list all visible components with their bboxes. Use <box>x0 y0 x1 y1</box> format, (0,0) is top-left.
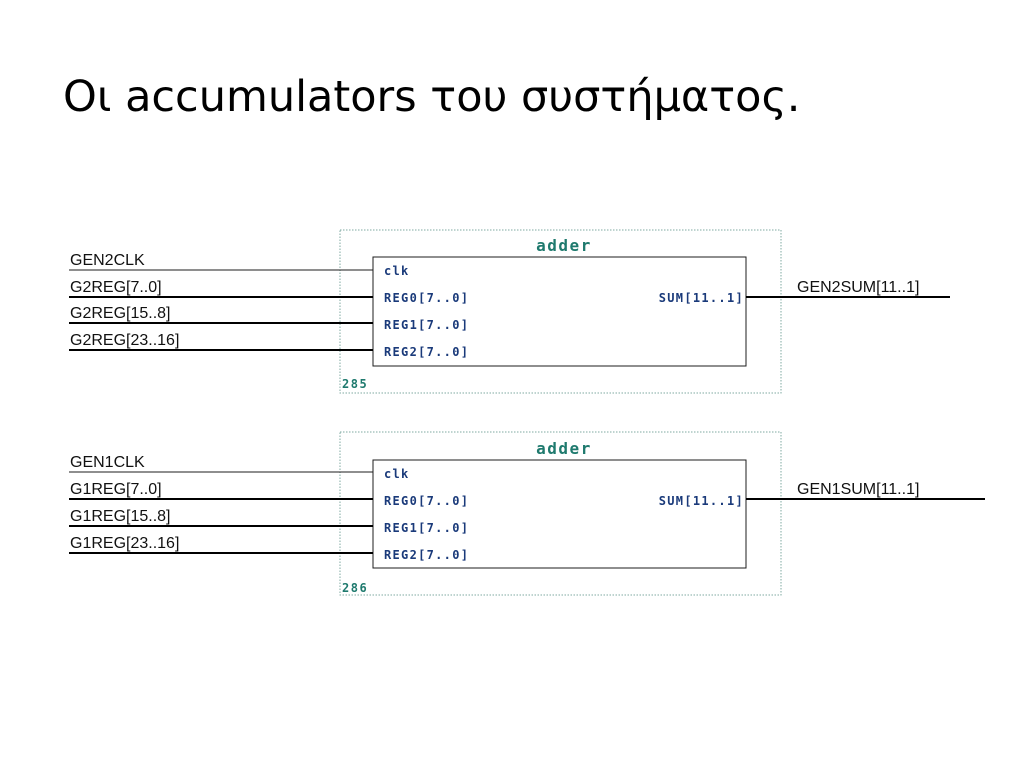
block-body <box>372 459 747 569</box>
block-frame <box>339 431 782 596</box>
block-instance-id: 286 <box>342 581 368 595</box>
input-pin-label-2: REG2[7..0] <box>384 548 469 562</box>
slide-title: Οι accumulators του συστήματος. <box>63 72 801 122</box>
block-body <box>372 256 747 367</box>
clock-net-label: GEN1CLK <box>70 454 145 471</box>
input-pin-label-2: REG2[7..0] <box>384 345 469 359</box>
input-pin-label-0: REG0[7..0] <box>384 494 469 508</box>
input-net-label-1: G2REG[15..8] <box>70 305 171 322</box>
input-net-label-0: G2REG[7..0] <box>70 279 162 296</box>
block-name: adder <box>536 439 592 458</box>
block-name: adder <box>536 236 592 255</box>
block-frame <box>339 229 782 394</box>
adder-block-286: adder 286 GEN1CLK G1REG[7..0] G1REG[15..… <box>69 431 985 596</box>
output-net-label: GEN1SUM[11..1] <box>797 481 919 498</box>
clock-net-label: GEN2CLK <box>70 252 145 269</box>
adder-block-285: adder 285 GEN2CLK G2REG[7..0] G2REG[15..… <box>69 229 950 394</box>
input-net-label-2: G2REG[23..16] <box>70 332 179 349</box>
output-net-label: GEN2SUM[11..1] <box>797 279 919 296</box>
input-net-label-1: G1REG[15..8] <box>70 508 171 525</box>
input-pin-label-1: REG1[7..0] <box>384 318 469 332</box>
output-pin-label: SUM[11..1] <box>659 494 744 508</box>
block-instance-id: 285 <box>342 377 368 391</box>
input-net-label-0: G1REG[7..0] <box>70 481 162 498</box>
input-pin-label-1: REG1[7..0] <box>384 521 469 535</box>
output-pin-label: SUM[11..1] <box>659 291 744 305</box>
clock-pin-label: clk <box>384 467 410 481</box>
clock-pin-label: clk <box>384 264 410 278</box>
input-pin-label-0: REG0[7..0] <box>384 291 469 305</box>
input-net-label-2: G1REG[23..16] <box>70 535 179 552</box>
